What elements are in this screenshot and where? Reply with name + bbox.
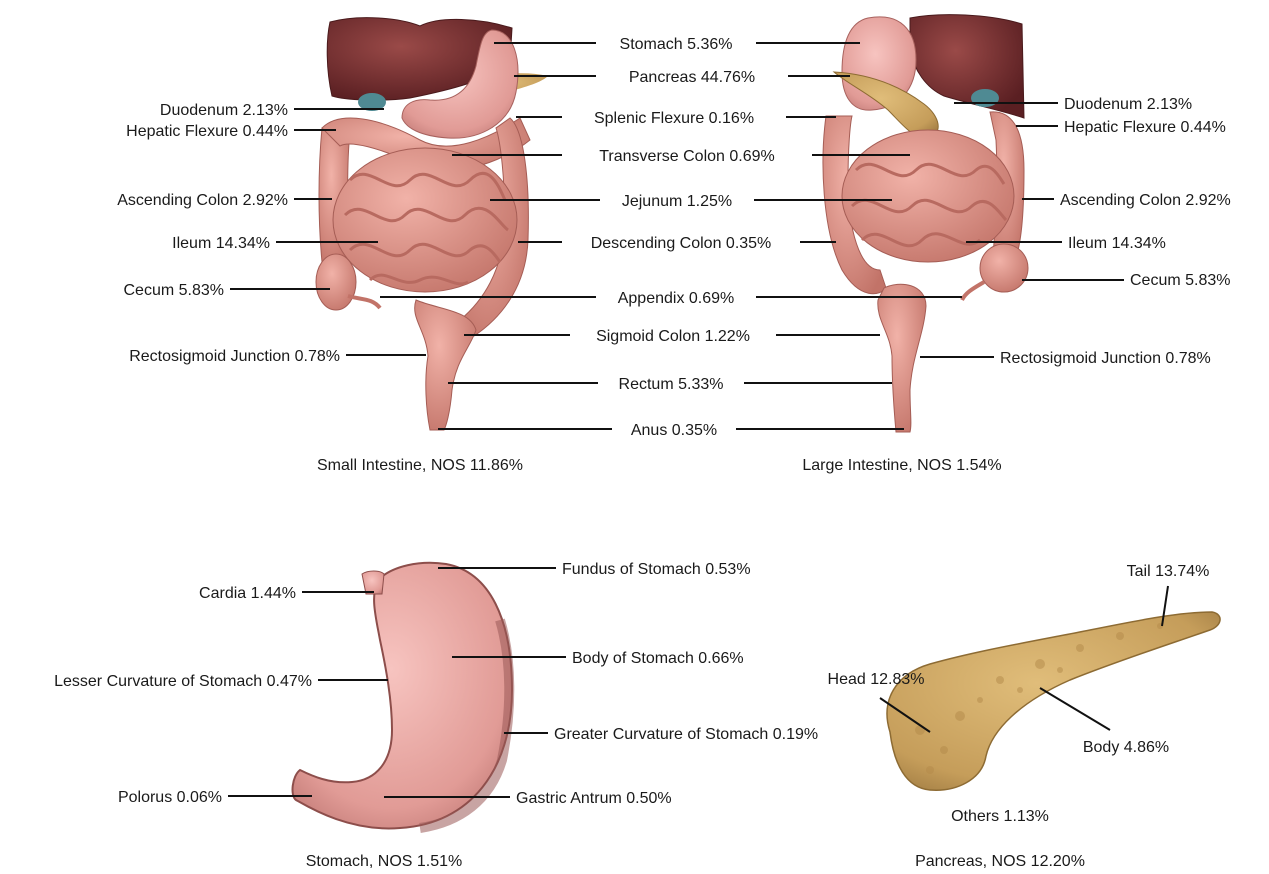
label-polorus: Polorus 0.06%	[118, 789, 222, 806]
cecum-back	[980, 244, 1028, 292]
label-greater-curvature: Greater Curvature of Stomach 0.19%	[554, 726, 818, 743]
label-lesser-curvature: Lesser Curvature of Stomach 0.47%	[54, 673, 312, 690]
caption-stomach: Stomach, NOS 1.51%	[306, 853, 463, 870]
caption-pancreas: Pancreas, NOS 12.20%	[915, 853, 1085, 870]
rectum-back	[878, 284, 926, 432]
label-hepatic-flexure-back: Hepatic Flexure 0.44%	[1064, 119, 1226, 136]
appendix-front	[348, 296, 380, 308]
label-transverse-colon: Transverse Colon 0.69%	[599, 148, 775, 165]
label-sigmoid-colon: Sigmoid Colon 1.22%	[596, 328, 750, 345]
label-rectosigmoid-front: Rectosigmoid Junction 0.78%	[129, 348, 340, 365]
label-hepatic-flexure-front: Hepatic Flexure 0.44%	[126, 123, 288, 140]
caption-small-intestine: Small Intestine, NOS 11.86%	[317, 457, 523, 474]
label-cecum-back: Cecum 5.83%	[1130, 272, 1231, 289]
stomach-detail-esophagus	[362, 571, 384, 594]
stomach-detail-shape	[293, 563, 512, 829]
label-ileum-back: Ileum 14.34%	[1068, 235, 1166, 252]
label-gastric-antrum: Gastric Antrum 0.50%	[516, 790, 672, 807]
caption-large-intestine: Large Intestine, NOS 1.54%	[802, 457, 1001, 474]
label-ascending-colon-back: Ascending Colon 2.92%	[1060, 192, 1231, 209]
front-view-illustration	[316, 18, 548, 430]
label-others: Others 1.13%	[951, 808, 1049, 825]
label-jejunum: Jejunum 1.25%	[622, 193, 732, 210]
stomach-detail-illustration	[293, 563, 512, 829]
label-body-pancreas: Body 4.86%	[1083, 739, 1169, 756]
label-rectum: Rectum 5.33%	[619, 376, 724, 393]
label-ileum-front: Ileum 14.34%	[172, 235, 270, 252]
label-rectosigmoid-back: Rectosigmoid Junction 0.78%	[1000, 350, 1211, 367]
label-descending-colon: Descending Colon 0.35%	[591, 235, 772, 252]
label-pancreas: Pancreas 44.76%	[629, 69, 755, 86]
label-fundus: Fundus of Stomach 0.53%	[562, 561, 751, 578]
labels-pancreas-detail: Tail 13.74% Head 12.83% Body 4.86% Other…	[828, 563, 1210, 870]
label-cecum-front: Cecum 5.83%	[124, 282, 225, 299]
pancreas-detail-illustration	[887, 612, 1220, 790]
rectum-front	[415, 300, 476, 430]
label-duodenum-back: Duodenum 2.13%	[1064, 96, 1192, 113]
small-intestine-front	[333, 148, 517, 292]
cecum-front	[316, 254, 356, 310]
pancreas-detail-shape	[887, 612, 1220, 790]
label-cardia: Cardia 1.44%	[199, 585, 296, 602]
label-stomach: Stomach 5.36%	[620, 36, 733, 53]
label-splenic-flexure: Splenic Flexure 0.16%	[594, 110, 754, 127]
label-duodenum-front: Duodenum 2.13%	[160, 102, 288, 119]
label-head: Head 12.83%	[828, 671, 925, 688]
label-body-of-stomach: Body of Stomach 0.66%	[572, 650, 744, 667]
back-view-illustration	[823, 15, 1028, 432]
appendix-back	[962, 282, 984, 300]
label-tail: Tail 13.74%	[1127, 563, 1210, 580]
label-anus: Anus 0.35%	[631, 422, 717, 439]
labels-center: Stomach 5.36% Pancreas 44.76% Splenic Fl…	[591, 36, 775, 439]
label-ascending-colon-front: Ascending Colon 2.92%	[117, 192, 288, 209]
gallbladder-back-shape	[971, 89, 999, 107]
label-appendix: Appendix 0.69%	[618, 290, 735, 307]
